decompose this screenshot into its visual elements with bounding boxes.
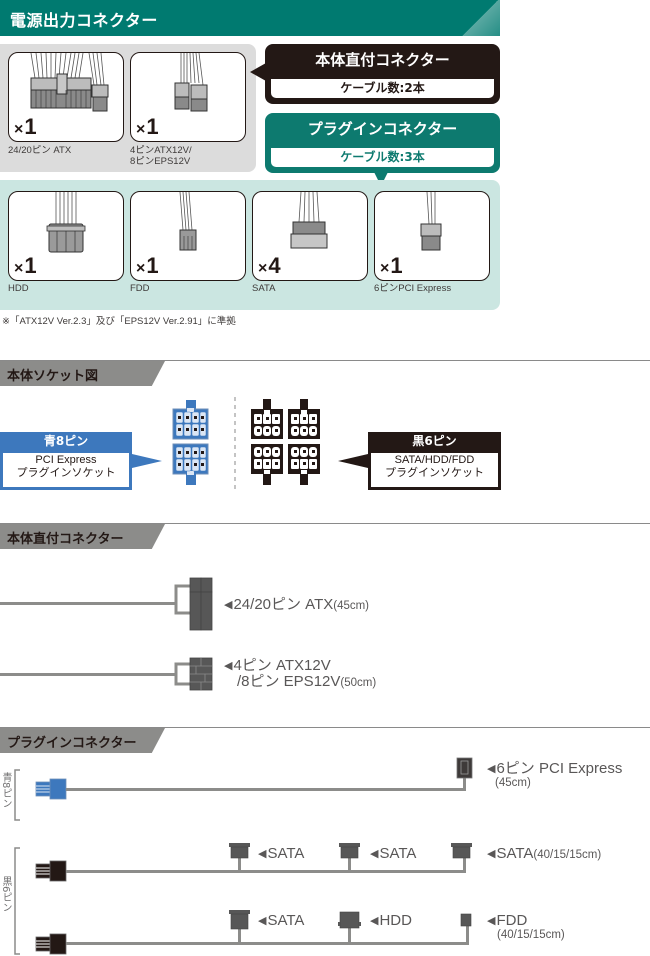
section-title: 本体直付コネクター — [7, 532, 124, 547]
pcie-cable — [35, 757, 473, 800]
cable-label-sata-3: ◀SATA(40/15/15cm) — [487, 845, 602, 862]
atx-cable — [0, 577, 213, 631]
arrow-icon — [338, 454, 368, 468]
socket-callout-desc: SATA/HDD/FDD プラグインソケット — [371, 453, 498, 487]
black-6pin-socket-top-left — [251, 399, 283, 439]
cable-count: ケーブル数:2本 — [271, 79, 494, 98]
cable-label-hdd: ◀HDD — [370, 912, 412, 929]
connector-card-hdd: ×1 — [8, 191, 124, 281]
callout-direct-connectors: 本体直付コネクター ケーブル数:2本 — [250, 44, 500, 104]
callout-pointer — [250, 63, 266, 81]
fdd-connector-icon — [179, 192, 197, 251]
quantity-label: ×4 — [258, 253, 281, 278]
connector-card-pcie: ×1 — [374, 191, 490, 281]
section-tab — [0, 728, 165, 753]
cable-label-sata-2: ◀SATA — [370, 845, 417, 862]
cable-label-sata-4: ◀SATA — [258, 912, 305, 929]
group-label-black-6pin: 黒6ピン — [0, 876, 11, 913]
direct-connector-panel: ×1 24/20ピン ATX ×1 4ピンATX12V/ 8ピンEPS12V — [0, 44, 256, 172]
bracket-black — [14, 847, 20, 955]
cable-label-sata-1: ◀SATA — [258, 845, 305, 862]
quantity-label: ×1 — [136, 253, 159, 278]
pcie-6-pin-connector-icon — [420, 192, 442, 251]
pointer-triangle-icon: ◀ — [487, 915, 496, 927]
plugin-connector-panel: ×1 HDD ×1 FDD ×4 SATA ×1 6ピンPCI Express — [0, 180, 500, 310]
pointer-triangle-icon: ◀ — [258, 848, 267, 860]
socket-callout-title: 黒6ピン — [412, 434, 457, 448]
section-header-direct-cables: 本体直付コネクター — [0, 523, 650, 549]
pointer-triangle-icon: ◀ — [487, 763, 496, 775]
section-title: 本体ソケット図 — [7, 369, 99, 384]
cable-label-pcie: ◀6ピン PCI Express — [487, 760, 623, 777]
connector-card-atx: ×1 — [8, 52, 124, 142]
section-tab — [0, 361, 165, 386]
callout-title: プラグインコネクター — [307, 120, 458, 138]
section-title: プラグインコネクター — [7, 736, 137, 751]
connector-card-atx12v-eps12v: ×1 — [130, 52, 246, 142]
atx-24-20-pin-connector-icon — [30, 53, 109, 112]
callout-plugin-connectors: プラグインコネクター ケーブル数:3本 — [265, 113, 500, 186]
socket-callout-title: 青8ピン — [43, 434, 89, 448]
direct-cables-diagram — [0, 577, 213, 691]
section-rule — [0, 727, 650, 728]
section-header-plugin-cables: プラグインコネクター — [0, 727, 650, 753]
cable-label-atx12v: ◀4ピン ATX12V — [224, 657, 331, 674]
pointer-triangle-icon: ◀ — [370, 848, 379, 860]
callout-title: 本体直付コネクター — [315, 51, 450, 69]
section-rule — [0, 523, 650, 524]
connector-label-pcie: 6ピンPCI Express — [374, 283, 452, 294]
header-decoration — [460, 0, 500, 36]
connector-label-atx: 24/20ピン ATX — [8, 145, 72, 156]
quantity-label: ×1 — [14, 114, 37, 139]
cable-label-eps12v: /8ピン EPS12V(50cm) — [237, 673, 377, 690]
pointer-triangle-icon: ◀ — [224, 660, 233, 672]
black-6pin-socket-bottom-left — [251, 444, 283, 485]
footnote: ※「ATX12V Ver.2.3」及び「EPS12V Ver.2.91」に準拠 — [2, 316, 236, 327]
blue-8pin-socket-top — [172, 400, 209, 440]
cable-label-atx: ◀24/20ピン ATX(45cm) — [224, 596, 370, 613]
sata-hdd-fdd-cable — [35, 910, 472, 955]
quantity-label: ×1 — [14, 253, 37, 278]
cable-count: ケーブル数:3本 — [271, 148, 494, 167]
pointer-triangle-icon: ◀ — [224, 599, 233, 611]
pointer-triangle-icon: ◀ — [487, 848, 496, 860]
section-rule — [0, 360, 650, 361]
blue-8pin-socket-bottom — [172, 443, 209, 485]
quantity-label: ×1 — [380, 253, 403, 278]
black-6pin-socket-bottom-right — [288, 444, 320, 485]
page-title: 電源出力コネクター — [10, 11, 158, 30]
socket-callout-blue: 青8ピン PCI Express プラグインソケット — [0, 432, 162, 490]
pointer-triangle-icon: ◀ — [370, 915, 379, 927]
hdd-molex-connector-icon — [46, 192, 86, 253]
socket-callout-black: 黒6ピン SATA/HDD/FDD プラグインソケット — [338, 432, 501, 490]
socket-callout-desc: PCI Express プラグインソケット — [3, 453, 129, 487]
pointer-triangle-icon: ◀ — [258, 915, 267, 927]
connector-label-atx12v-eps12v: 4ピンATX12V/ 8ピンEPS12V — [130, 145, 192, 167]
cable-length-pcie: (45cm) — [495, 777, 531, 789]
bracket-blue — [14, 769, 20, 821]
connector-label-hdd: HDD — [8, 283, 29, 294]
quantity-label: ×1 — [136, 114, 159, 139]
cable-length-mixed: (40/15/15cm) — [497, 929, 565, 941]
socket-diagram — [172, 397, 320, 493]
cable-label-fdd: ◀FDD — [487, 912, 528, 929]
plugin-cables-diagram — [14, 757, 473, 955]
atx12v-eps12v-connector-icon — [174, 53, 208, 112]
connector-label-fdd: FDD — [130, 283, 150, 294]
arrow-icon — [132, 454, 162, 468]
sata-connector-icon — [290, 192, 328, 249]
atx12v-eps12v-cable — [0, 657, 213, 691]
section-header-socket: 本体ソケット図 — [0, 360, 650, 386]
section-header-power-connectors: 電源出力コネクター — [0, 0, 500, 36]
sata-cable — [35, 843, 472, 882]
black-6pin-socket-top-right — [288, 399, 320, 439]
group-label-blue-8pin: 青8ピン — [0, 772, 11, 809]
connector-label-sata: SATA — [252, 283, 276, 294]
connector-card-fdd: ×1 — [130, 191, 246, 281]
connector-card-sata: ×4 — [252, 191, 368, 281]
section-tab — [0, 524, 165, 549]
